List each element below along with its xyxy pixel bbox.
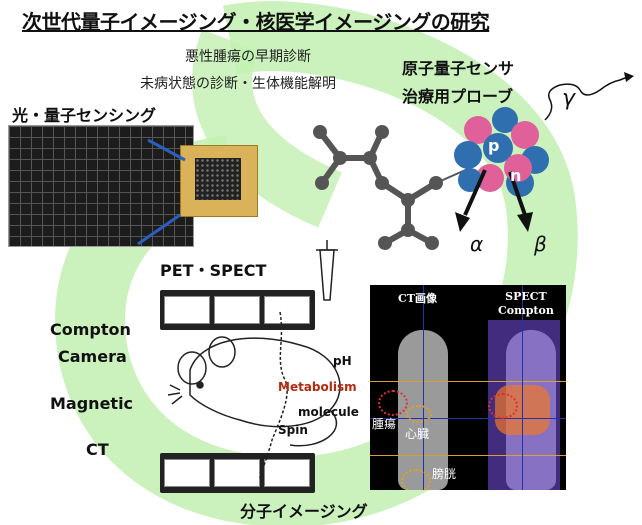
- gamma-label: γ: [562, 86, 576, 111]
- pet-spect-label: PET・SPECT: [160, 261, 267, 280]
- alpha-label: α: [470, 232, 484, 256]
- film-strip-bottom: [160, 453, 315, 493]
- molecular-imaging-label: 分子イメージング: [240, 502, 368, 521]
- metabolism-label: Metabolism: [278, 380, 357, 394]
- compton-title: Compton: [498, 304, 554, 317]
- bladder-label: 膀胱: [432, 467, 457, 481]
- ph-label: pH: [333, 354, 352, 368]
- subtitle-early-diagnosis: 悪性腫瘍の早期診断: [185, 49, 311, 65]
- spect-compton-title: SPECT Compton: [498, 290, 554, 318]
- film-strip-top: [160, 290, 315, 330]
- page-title: 次世代量子イメージング・核医学イメージングの研究: [22, 10, 490, 34]
- molecule-label: molecule: [298, 405, 359, 419]
- subtitle-presymptomatic: 未病状態の診断・生体機能解明: [140, 76, 336, 92]
- compton-label: Compton: [50, 320, 131, 339]
- tumor-label: 腫瘍: [372, 417, 397, 431]
- ct-spect-image-panel: CT画像 SPECT Compton 腫瘍 心臓 膀胱: [370, 285, 566, 490]
- spect-title: SPECT: [505, 290, 547, 303]
- heart-label: 心臓: [405, 427, 430, 441]
- magnetic-label: Magnetic: [50, 394, 134, 413]
- atomic-sensor-label: 原子量子センサ: [402, 59, 515, 78]
- ct-label: CT: [86, 440, 109, 459]
- spin-label: Spin: [278, 423, 308, 437]
- ct-image-title: CT画像: [398, 292, 437, 305]
- light-quantum-sensing-label: 光・量子センシング: [12, 106, 157, 125]
- therapy-probe-label: 治療用プローブ: [402, 87, 514, 106]
- proton-label: p: [488, 136, 500, 155]
- neutron-label: n: [510, 166, 522, 185]
- gamma-ray-wave: [544, 75, 631, 121]
- detector-cube-photo: [180, 145, 258, 217]
- beta-label: β: [534, 232, 547, 256]
- camera-label: Camera: [58, 347, 127, 366]
